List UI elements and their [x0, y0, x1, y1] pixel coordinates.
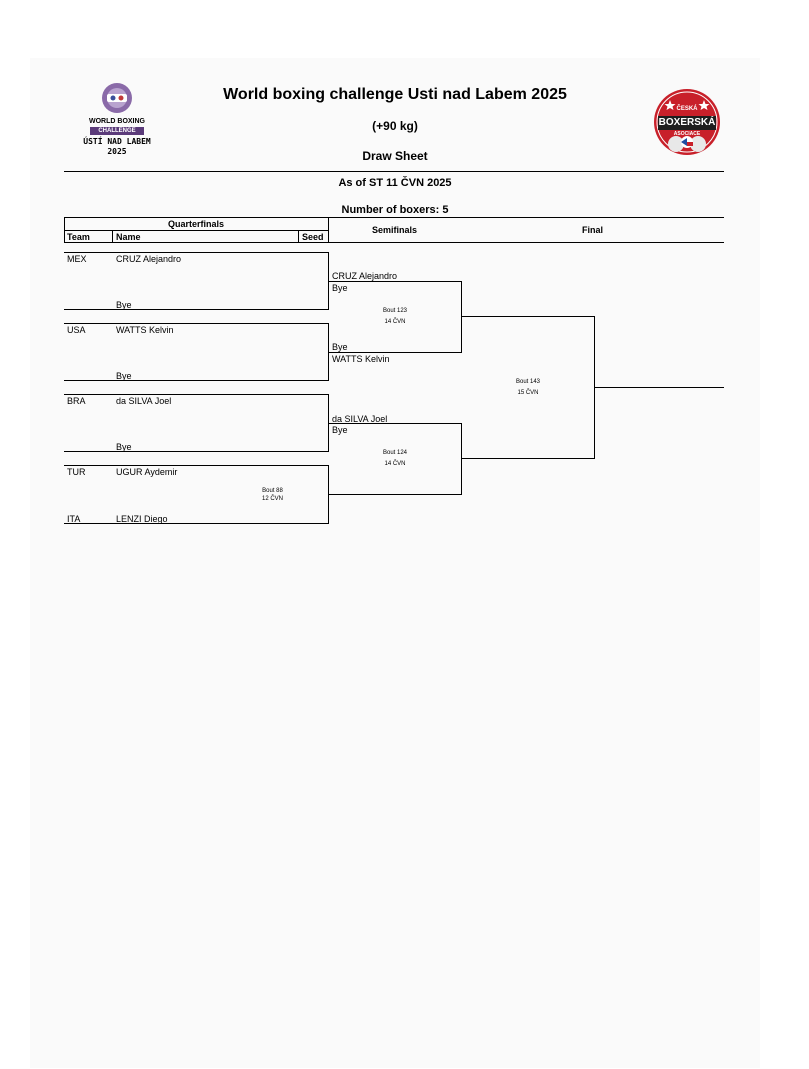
federation-logo-line-1: ČESKÁ — [676, 106, 698, 112]
qf3-top-line — [64, 394, 328, 395]
qf3-boxer: da SILVA Joel — [116, 396, 172, 406]
qf4-boxer: UGUR Aydemir — [116, 467, 178, 477]
sf1-bottom-boxer: Bye — [332, 283, 348, 293]
qf4-opponent-team: ITA — [67, 514, 81, 524]
boxer-count: Number of boxers: 5 — [341, 204, 449, 216]
sf2-bottom-boxer: WATTS Kelvin — [332, 354, 390, 364]
qf2-opponent: Bye — [116, 371, 132, 381]
qf2-top-line — [64, 323, 328, 324]
logo-line-1: WORLD BOXING — [89, 118, 145, 125]
qf3-team: BRA — [67, 396, 86, 406]
sf3-bottom-boxer: Bye — [332, 425, 348, 435]
qf3-bottom-line — [64, 451, 328, 452]
sf1-date: 14 ČVN — [384, 319, 406, 325]
weight-class: (+90 kg) — [372, 119, 418, 133]
table-header-bottom — [64, 242, 724, 243]
qf1-boxer: CRUZ Alejandro — [116, 254, 182, 264]
federation-logo-line-3: ASOCIACE — [673, 131, 701, 137]
team-header: Team — [67, 232, 90, 242]
qf1-top-line — [64, 252, 328, 253]
final-top-line — [461, 316, 594, 317]
federation-logo: ČESKÁ BOXERSKÁ ASOCIACE — [652, 86, 722, 158]
qf2-boxer: WATTS Kelvin — [116, 325, 174, 335]
qf4-team: TUR — [67, 467, 86, 477]
federation-logo-line-2: BOXERSKÁ — [658, 117, 716, 128]
qf4-opponent: LENZI Diego — [116, 514, 168, 524]
logo-line-2: CHALLENGE — [90, 127, 144, 135]
sf2-top-boxer: Bye — [332, 342, 348, 352]
semifinals-header: Semifinals — [371, 225, 418, 235]
final-header: Final — [581, 225, 603, 235]
sf2-bout: Bout 124 — [382, 450, 408, 456]
boxing-glove-ring-icon — [102, 83, 132, 113]
qf1-team: MEX — [67, 254, 87, 264]
qf4-date: 12 ČVN — [261, 496, 283, 502]
sf3-top-boxer: da SILVA Joel — [332, 414, 388, 424]
table-top-line — [64, 217, 724, 218]
as-of-date: As of ST 11 ČVN 2025 — [338, 177, 452, 189]
sf1-bracket-line — [461, 281, 462, 353]
logo-line-3: ÚSTÍ NAD LABEM — [83, 137, 151, 146]
sf2-top-line — [328, 423, 461, 424]
sf2-date: 14 ČVN — [384, 461, 406, 467]
logo-line-4: 2025 — [107, 147, 127, 156]
final-date: 15 ČVN — [517, 390, 539, 396]
sheet-title: Draw Sheet — [362, 149, 428, 163]
qf2-team: USA — [67, 325, 86, 335]
qf2-bottom-line — [64, 380, 328, 381]
seed-divider — [298, 230, 299, 243]
sf2-bottom-line — [328, 494, 461, 495]
team-divider — [112, 230, 113, 243]
federation-emblem-icon — [654, 89, 720, 155]
sf2-bracket-line — [461, 423, 462, 495]
qf4-bout: Bout 88 — [262, 488, 283, 494]
final-bout: Bout 143 — [515, 379, 541, 385]
page-background — [30, 58, 760, 1068]
event-title: World boxing challenge Usti nad Labem 20… — [223, 86, 567, 103]
qf3-opponent: Bye — [116, 442, 132, 452]
sf1-bout: Bout 123 — [382, 308, 408, 314]
sf1-top-line — [328, 281, 461, 282]
qf4-top-line — [64, 465, 328, 466]
quarterfinals-right-line — [328, 217, 329, 243]
seed-header: Seed — [302, 232, 324, 242]
qf4-bottom-line — [64, 523, 328, 524]
qf-subheader-line — [64, 230, 328, 231]
sf1-bottom-line — [328, 352, 461, 353]
event-logo: WORLD BOXING CHALLENGE ÚSTÍ NAD LABEM 20… — [82, 80, 152, 160]
qf1-bottom-line — [64, 309, 328, 310]
name-header: Name — [116, 232, 141, 242]
qf1-opponent: Bye — [116, 300, 132, 310]
quarterfinals-header: Quarterfinals — [167, 219, 225, 229]
final-bottom-line — [461, 458, 594, 459]
header-divider — [64, 171, 724, 172]
sf1-top-boxer: CRUZ Alejandro — [332, 271, 398, 281]
winner-line — [594, 387, 724, 388]
